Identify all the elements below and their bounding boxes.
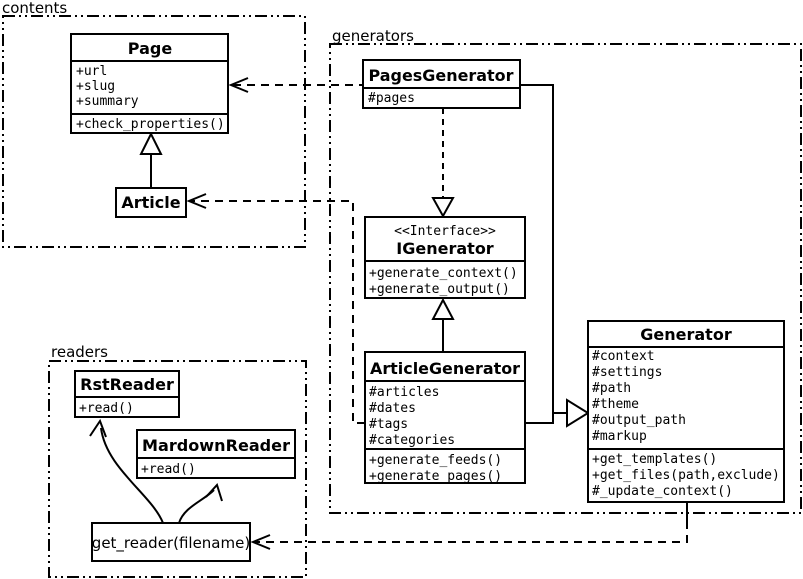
class-generator-attr: #path	[592, 381, 631, 396]
class-pagesgenerator-box	[362, 59, 521, 109]
node-getreader-box	[91, 522, 251, 562]
package-contents-label: contents	[2, 0, 67, 17]
class-igenerator-method: +generate_context()	[369, 266, 518, 281]
open-arrowhead-icon	[186, 193, 207, 209]
class-igenerator: <<Interface>> IGenerator +generate_conte…	[364, 216, 526, 299]
class-page-attr: +url	[76, 64, 107, 79]
class-articlegenerator-attr: #categories	[369, 433, 455, 448]
class-rstreader-title: RstReader	[80, 375, 174, 394]
class-generator-attr: #settings	[592, 365, 662, 380]
node-getreader: get_reader(filename)	[91, 522, 251, 562]
class-generator-attr: #context	[592, 349, 655, 364]
class-igenerator-title: IGenerator	[396, 239, 494, 258]
class-articlegenerator: ArticleGenerator #articles #dates #tags …	[364, 351, 526, 484]
class-article-box	[115, 187, 187, 218]
class-mardownreader-title: MardownReader	[142, 436, 290, 455]
class-articlegenerator-title: ArticleGenerator	[370, 359, 520, 378]
class-rstreader-box	[74, 370, 180, 418]
hollow-triangle-icon	[139, 131, 163, 155]
class-igenerator-method: +generate_output()	[369, 282, 510, 297]
class-pagesgenerator: PagesGenerator #pages	[362, 59, 521, 109]
dependency-arrow-pagesgenerator-to-page	[228, 77, 363, 93]
class-article: Article	[115, 187, 187, 218]
class-generator-attr: #markup	[592, 429, 647, 444]
open-arrowhead-icon	[228, 77, 249, 93]
edge-curve	[100, 427, 164, 524]
class-page-box	[70, 33, 229, 134]
class-generator-title: Generator	[640, 325, 732, 344]
class-rstreader-method: +read()	[79, 401, 134, 416]
class-page-method: +check_properties()	[76, 117, 225, 132]
class-articlegenerator-method: +generate_pages()	[369, 469, 502, 484]
class-page: Page +url +slug +summary +check_properti…	[70, 33, 229, 134]
hollow-triangle-icon	[431, 297, 455, 320]
class-mardownreader: MardownReader +read()	[136, 429, 296, 479]
open-arrowhead-icon	[205, 483, 223, 502]
inheritance-arrow-article-to-page	[139, 131, 163, 188]
dependency-arrow-generator-to-getreader	[250, 502, 688, 550]
class-articlegenerator-attr: #articles	[369, 385, 439, 400]
class-generator-box	[587, 320, 785, 503]
edge-line-articlegenerator	[525, 413, 554, 424]
hollow-triangle-icon	[431, 197, 455, 219]
open-arrowhead-icon	[89, 418, 107, 438]
package-readers: readers	[48, 343, 307, 578]
hollow-triangle-icon	[566, 398, 590, 428]
edge-line	[191, 200, 365, 424]
package-generators-label: generators	[332, 27, 414, 45]
class-generator-method: +get_templates()	[592, 452, 717, 467]
class-articlegenerator-attr: #dates	[369, 401, 416, 416]
inheritance-arrow-articlegenerator-to-igenerator	[431, 297, 455, 352]
package-readers-label: readers	[51, 343, 108, 361]
edge-line	[255, 521, 688, 543]
class-generator-method: +get_files(path,exclude)	[592, 468, 780, 483]
package-generators-border	[329, 43, 802, 514]
class-igenerator-box	[364, 216, 526, 299]
arrow-getreader-to-mardownreader	[178, 483, 223, 524]
package-contents-border	[2, 15, 306, 248]
class-rstreader: RstReader +read()	[74, 370, 180, 418]
package-generators: generators	[329, 27, 802, 514]
dependency-arrow-articlegenerator-to-article	[186, 193, 365, 424]
class-generator: Generator #context #settings #path #them…	[587, 320, 785, 503]
arrow-getreader-to-rstreader	[89, 418, 164, 524]
class-articlegenerator-box	[364, 351, 526, 484]
class-pagesgenerator-title: PagesGenerator	[369, 66, 514, 85]
class-generator-attr: #theme	[592, 397, 639, 412]
edge-line-pagesgenerator	[520, 84, 567, 414]
class-page-title: Page	[128, 39, 173, 58]
class-articlegenerator-attr: #tags	[369, 417, 408, 432]
inheritance-arrow-generators-to-generator	[520, 84, 590, 428]
package-readers-border	[48, 360, 307, 578]
class-page-attr: +slug	[76, 79, 115, 94]
class-articlegenerator-method: +generate_feeds()	[369, 453, 502, 468]
open-arrowhead-icon	[250, 534, 271, 550]
class-page-attr: +summary	[76, 94, 139, 109]
class-mardownreader-method: +read()	[141, 462, 196, 477]
node-getreader-label: get_reader(filename)	[92, 534, 250, 553]
class-mardownreader-box	[136, 429, 296, 479]
realization-arrow-pagesgenerator-to-igenerator	[431, 108, 455, 219]
class-generator-method: #_update_context()	[592, 484, 733, 499]
package-contents: contents	[2, 0, 306, 248]
class-article-title: Article	[121, 193, 180, 212]
class-generator-attr: #output_path	[592, 413, 686, 428]
class-pagesgenerator-attr: #pages	[368, 91, 415, 106]
class-igenerator-stereotype: <<Interface>>	[394, 224, 496, 239]
